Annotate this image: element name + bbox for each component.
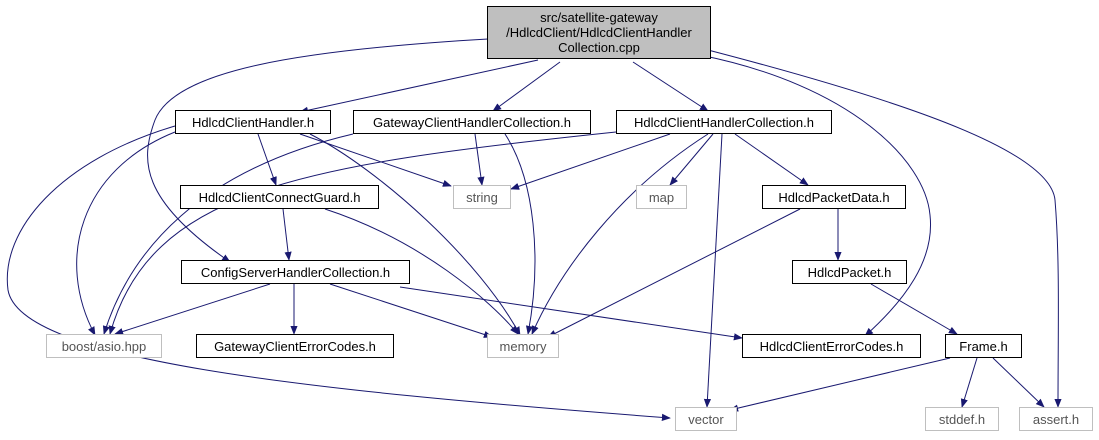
edge-hchc-to-string <box>510 133 671 190</box>
node-gateway-client-error-codes-h[interactable]: GatewayClientErrorCodes.h <box>196 334 394 358</box>
edge-connect-guard-to-config-server <box>282 208 292 261</box>
node-memory: memory <box>487 334 559 358</box>
edge-frame-to-vector <box>729 357 951 412</box>
edge-hchc-to-map <box>669 133 714 186</box>
node-boost-asio-hpp: boost/asio.hpp <box>46 334 162 358</box>
node-string: string <box>453 185 511 209</box>
root-file-line-2: /HdlcdClient/HdlcdClientHandler <box>506 25 692 40</box>
edge-root-to-config-server-handler-collection <box>147 38 489 263</box>
edge-gchc-to-memory <box>504 133 536 335</box>
edge-hchc-to-vector <box>703 133 723 408</box>
edge-root-to-assert <box>707 49 1062 408</box>
node-vector: vector <box>675 407 737 431</box>
node-hdlcd-client-handler-h[interactable]: HdlcdClientHandler.h <box>175 110 331 134</box>
node-frame-h[interactable]: Frame.h <box>945 334 1022 358</box>
edge-root-to-gateway-client-handler-collection <box>492 61 561 112</box>
edge-connect-guard-to-memory <box>324 208 519 335</box>
node-config-server-handler-collection-h[interactable]: ConfigServerHandlerCollection.h <box>181 260 410 284</box>
edge-root-to-hdlcd-client-handler <box>299 59 539 114</box>
node-gateway-client-handler-collection-h[interactable]: GatewayClientHandlerCollection.h <box>353 110 591 134</box>
node-hdlcd-client-connect-guard-h[interactable]: HdlcdClientConnectGuard.h <box>180 185 379 209</box>
node-hdlcd-client-error-codes-h[interactable]: HdlcdClientErrorCodes.h <box>742 334 921 358</box>
node-stddef-h: stddef.h <box>925 407 999 431</box>
edge-root-to-hdlcd-client-handler-collection <box>632 61 709 112</box>
root-file-line-3: Collection.cpp <box>558 40 640 55</box>
edge-hcch-to-boost-asio <box>76 131 176 336</box>
edge-gchc-to-string <box>474 133 485 186</box>
node-assert-h: assert.h <box>1019 407 1093 431</box>
edge-hcch-to-vector <box>6 125 671 421</box>
edge-hcch-to-connect-guard <box>257 133 277 186</box>
edge-hchc-to-boost-asio <box>108 131 617 335</box>
edge-root-to-hdlcd-client-error-codes <box>699 54 932 337</box>
edge-config-server-to-hdlcd-error-codes <box>399 286 743 341</box>
edge-packet-to-frame <box>870 283 958 335</box>
node-hdlcd-client-handler-collection-h[interactable]: HdlcdClientHandlerCollection.h <box>616 110 832 134</box>
edge-frame-to-stddef <box>960 357 978 408</box>
edge-hcch-to-memory <box>309 133 521 336</box>
root-file-node: src/satellite-gateway /HdlcdClient/Hdlcd… <box>487 6 711 59</box>
node-hdlcd-packet-data-h[interactable]: HdlcdPacketData.h <box>762 185 906 209</box>
edge-hchc-to-packet-data <box>734 133 809 186</box>
root-file-line-1: src/satellite-gateway <box>540 10 658 25</box>
edge-hchc-to-memory <box>531 133 709 335</box>
edge-frame-to-assert <box>992 357 1045 408</box>
edge-config-server-to-memory <box>329 283 493 338</box>
edge-gchc-to-boost-asio <box>102 133 354 335</box>
node-hdlcd-packet-h[interactable]: HdlcdPacket.h <box>792 260 907 284</box>
node-map: map <box>636 185 687 209</box>
edge-packet-data-to-memory <box>547 208 801 338</box>
edge-config-server-to-boost-asio <box>114 283 271 335</box>
